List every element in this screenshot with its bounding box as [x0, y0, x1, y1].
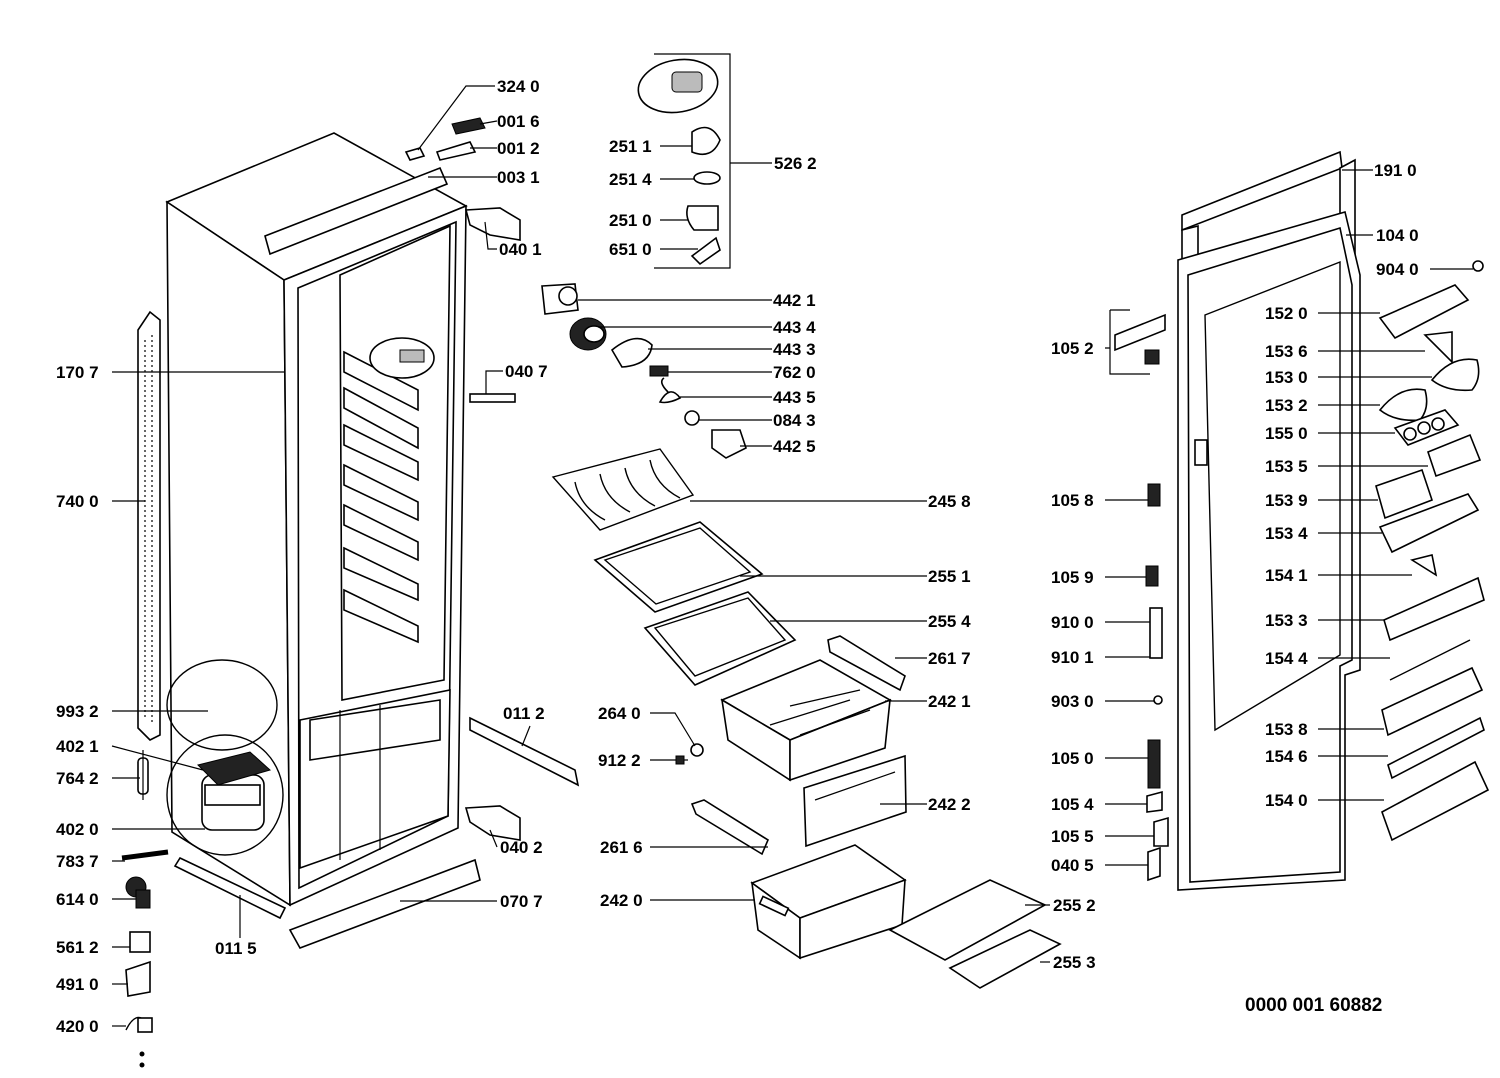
- label-255-3: 255 3: [1053, 953, 1096, 972]
- label-104-0: 104 0: [1376, 226, 1419, 245]
- label-442-1: 442 1: [773, 291, 816, 310]
- label-324-0: 324 0: [497, 77, 540, 96]
- label-105-2: 105 2: [1051, 339, 1094, 358]
- label-912-2: 912 2: [598, 751, 641, 770]
- label-442-5: 442 5: [773, 437, 816, 456]
- upper-drawer: [720, 659, 892, 782]
- compressor: [197, 751, 272, 831]
- label-402-1: 402 1: [56, 737, 99, 756]
- label-001-6: 001 6: [497, 112, 540, 131]
- label-105-5: 105 5: [1051, 827, 1094, 846]
- door-hinge-set: [1114, 313, 1169, 882]
- label-242-1: 242 1: [928, 692, 971, 711]
- drawer-cover-rail: [827, 635, 906, 692]
- drawing-reference-number: 0000 001 60882: [1245, 995, 1382, 1016]
- leader-lines: [111, 53, 1473, 1027]
- label-040-2: 040 2: [500, 838, 543, 857]
- label-904-0: 904 0: [1376, 260, 1419, 279]
- label-402-0: 402 0: [56, 820, 99, 839]
- label-153-8: 153 8: [1265, 720, 1308, 739]
- shelf-support-screw: [675, 743, 704, 765]
- door-screw: [1472, 260, 1484, 272]
- label-011-5: 011 5: [215, 939, 257, 958]
- label-153-5: 153 5: [1265, 457, 1308, 476]
- door-assembly: [1114, 150, 1490, 891]
- cabinet-body: [137, 132, 580, 949]
- label-903-0: 903 0: [1051, 692, 1094, 711]
- label-251-1: 251 1: [609, 137, 652, 156]
- label-153-6: 153 6: [1265, 342, 1308, 361]
- label-084-3: 084 3: [773, 411, 816, 430]
- label-153-4: 153 4: [1265, 524, 1308, 543]
- label-783-7: 783 7: [56, 852, 99, 871]
- label-245-8: 245 8: [928, 492, 971, 511]
- glass-shelf-upper: [593, 521, 764, 613]
- label-154-4: 154 4: [1265, 649, 1308, 668]
- label-170-7: 170 7: [56, 363, 99, 382]
- crisper-cover: [888, 879, 1062, 989]
- label-154-0: 154 0: [1265, 791, 1308, 810]
- label-155-0: 155 0: [1265, 424, 1308, 443]
- label-040-5: 040 5: [1051, 856, 1094, 875]
- label-040-1: 040 1: [499, 240, 542, 259]
- label-153-0: 153 0: [1265, 368, 1308, 387]
- label-251-0: 251 0: [609, 211, 652, 230]
- label-153-2: 153 2: [1265, 396, 1308, 415]
- label-255-4: 255 4: [928, 612, 971, 631]
- evaporator-panel: [137, 310, 161, 741]
- label-420-0: 420 0: [56, 1017, 99, 1036]
- label-740-0: 740 0: [56, 492, 99, 511]
- label-264-0: 264 0: [598, 704, 641, 723]
- label-764-2: 764 2: [56, 769, 99, 788]
- top-small-parts: [404, 117, 486, 161]
- label-261-6: 261 6: [600, 838, 643, 857]
- label-614-0: 614 0: [56, 890, 99, 909]
- label-105-4: 105 4: [1051, 795, 1094, 814]
- label-910-1: 910 1: [1051, 648, 1094, 667]
- label-003-1: 003 1: [497, 168, 540, 187]
- label-491-0: 491 0: [56, 975, 99, 994]
- label-251-4: 251 4: [609, 170, 652, 189]
- label-152-0: 152 0: [1265, 304, 1308, 323]
- label-443-3: 443 3: [773, 340, 816, 359]
- label-443-4: 443 4: [773, 318, 816, 337]
- wire-shelf: [551, 448, 695, 531]
- drawer-front: [803, 754, 907, 848]
- label-191-0: 191 0: [1374, 161, 1417, 180]
- label-762-0: 762 0: [773, 363, 816, 382]
- label-154-1: 154 1: [1265, 566, 1308, 585]
- label-255-1: 255 1: [928, 567, 971, 586]
- drawer-slide-rail: [690, 799, 770, 856]
- label-910-0: 910 0: [1051, 613, 1094, 632]
- label-105-8: 105 8: [1051, 491, 1094, 510]
- cabinet-shelf-rails: [343, 350, 419, 644]
- label-526-2: 526 2: [774, 154, 817, 173]
- label-040-7: 040 7: [505, 362, 548, 381]
- glass-shelf-lower: [643, 591, 797, 686]
- label-011-2: 011 2: [503, 704, 545, 723]
- lower-drawer: [750, 844, 907, 960]
- lamp-assembly: [637, 58, 721, 266]
- label-242-0: 242 0: [600, 891, 643, 910]
- label-561-2: 561 2: [56, 938, 99, 957]
- label-242-2: 242 2: [928, 795, 971, 814]
- label-255-2: 255 2: [1053, 896, 1096, 915]
- label-443-5: 443 5: [773, 388, 816, 407]
- label-070-7: 070 7: [500, 892, 543, 911]
- label-993-2: 993 2: [56, 702, 99, 721]
- fan-assembly: [541, 283, 747, 459]
- electrical-parts: [121, 750, 169, 1068]
- label-261-7: 261 7: [928, 649, 971, 668]
- door-shelves: [1375, 284, 1490, 842]
- label-105-9: 105 9: [1051, 568, 1094, 587]
- label-105-0: 105 0: [1051, 749, 1094, 768]
- label-153-9: 153 9: [1265, 491, 1308, 510]
- label-001-2: 001 2: [497, 139, 540, 158]
- label-154-6: 154 6: [1265, 747, 1308, 766]
- label-153-3: 153 3: [1265, 611, 1308, 630]
- part-labels: 324 0 001 6 001 2 003 1 040 1 251 1 251 …: [56, 77, 1419, 1036]
- label-651-0: 651 0: [609, 240, 652, 259]
